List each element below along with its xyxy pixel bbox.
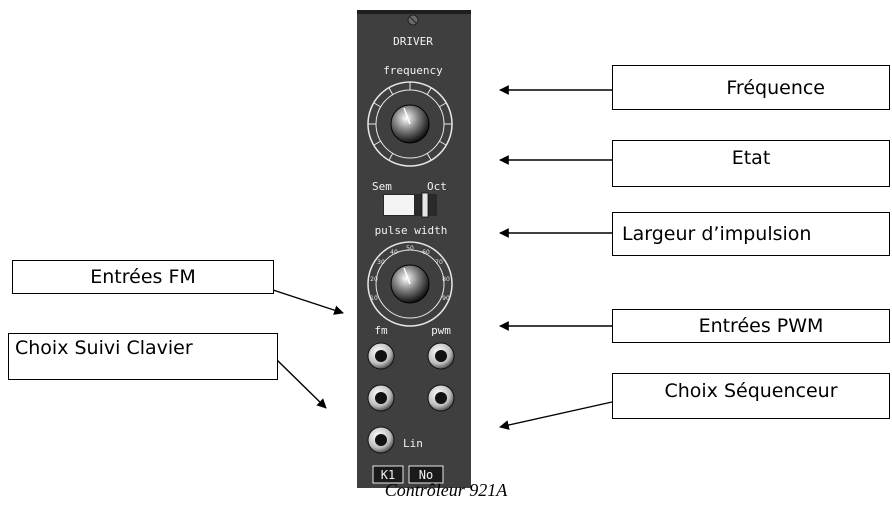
callout-frequence-text: Fréquence <box>726 77 825 99</box>
callout-largeur: Largeur d’impulsion <box>612 212 890 256</box>
figure-caption: Contrôleur 921A <box>0 480 892 501</box>
callout-entrees-fm-text: Entrées FM <box>90 266 196 288</box>
jack-lin[interactable] <box>368 427 394 453</box>
svg-text:40: 40 <box>390 249 398 256</box>
callout-entrees-pwm-text: Entrées PWM <box>699 315 824 337</box>
svg-text:90: 90 <box>442 295 450 302</box>
callout-choix-suivi: Choix Suivi Clavier <box>8 333 278 380</box>
svg-text:20: 20 <box>370 276 378 283</box>
sem-oct-switch[interactable] <box>384 193 436 217</box>
callout-entrees-pwm: Entrées PWM <box>612 309 890 343</box>
arrow-choix-sequenceur <box>500 402 612 427</box>
svg-text:30: 30 <box>377 259 385 266</box>
pwm-label: pwm <box>431 324 451 337</box>
callout-etat-text: Etat <box>732 147 771 169</box>
jack-fm-2[interactable] <box>368 385 394 411</box>
svg-text:60: 60 <box>422 249 430 256</box>
callout-etat: Etat <box>612 140 890 187</box>
callout-entrees-fm: Entrées FM <box>12 260 274 294</box>
fm-label: fm <box>374 324 388 337</box>
module-title: DRIVER <box>393 35 433 48</box>
callout-choix-sequenceur-text: Choix Séquenceur <box>664 380 837 402</box>
arrow-choix-suivi <box>277 360 326 408</box>
driver-module-panel: DRIVER frequency Sem Oct <box>357 10 471 488</box>
svg-text:70: 70 <box>435 259 443 266</box>
callout-choix-sequenceur: Choix Séquenceur <box>612 373 890 419</box>
switch-label-sem: Sem <box>372 180 392 193</box>
svg-text:10: 10 <box>370 295 378 302</box>
callout-largeur-text: Largeur d’impulsion <box>622 223 811 245</box>
switch-label-oct: Oct <box>427 180 447 193</box>
callout-choix-suivi-text: Choix Suivi Clavier <box>15 337 193 359</box>
svg-text:50: 50 <box>406 245 414 252</box>
jack-pwm-2[interactable] <box>428 385 454 411</box>
callout-frequence: Fréquence <box>612 65 890 110</box>
lin-label: Lin <box>403 437 423 450</box>
frequency-label: frequency <box>383 64 443 77</box>
jack-fm-1[interactable] <box>368 343 394 369</box>
svg-text:80: 80 <box>442 276 450 283</box>
jack-pwm-1[interactable] <box>428 343 454 369</box>
arrow-entrees-fm <box>273 290 343 313</box>
pulse-width-label: pulse width <box>375 224 448 237</box>
